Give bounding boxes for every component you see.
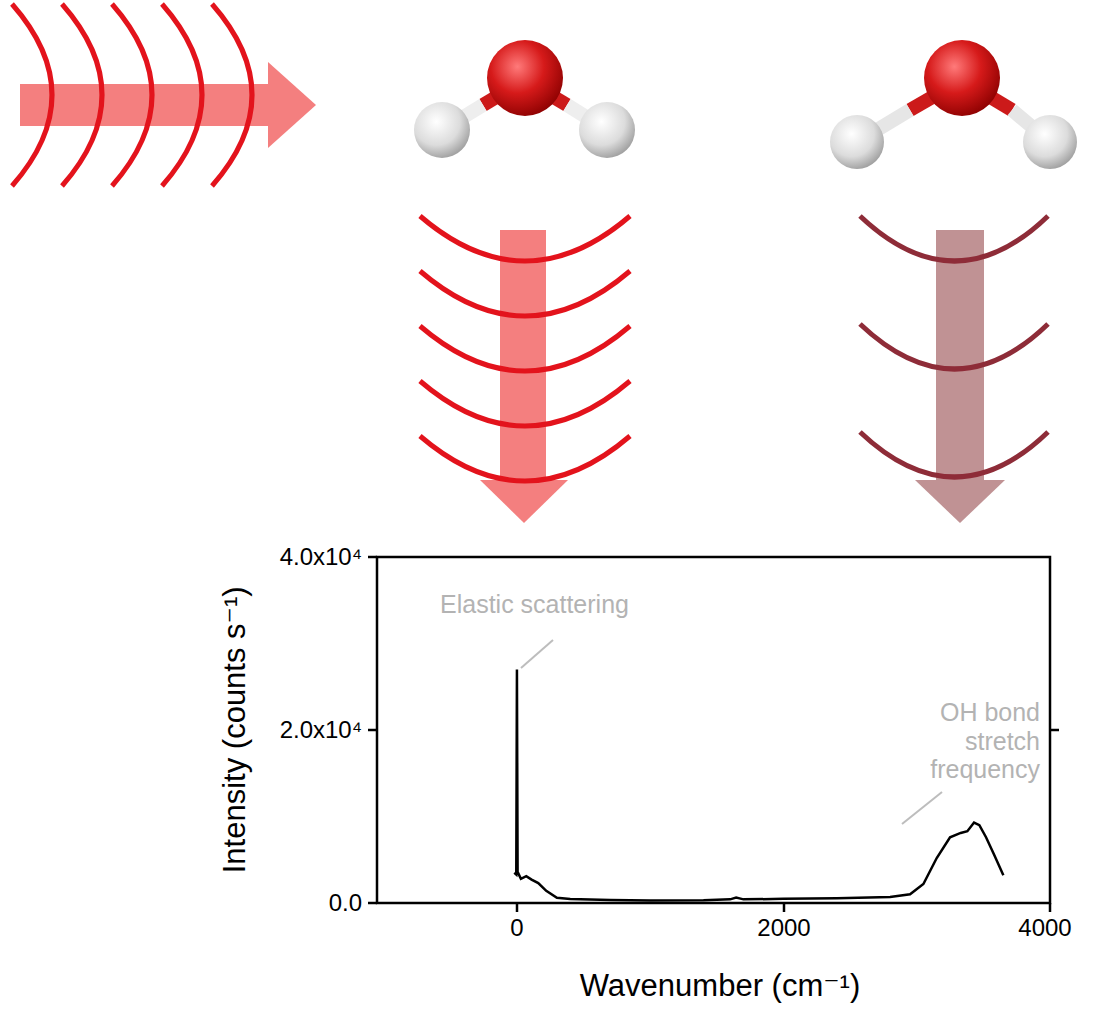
y-axis-title: Intensity (counts s⁻¹): [216, 587, 252, 874]
leader-line: [521, 640, 942, 824]
annotation: OH bond stretch frequency: [865, 698, 1040, 784]
vibrating-water-molecule: [830, 40, 1077, 169]
x-tick-label: 4000: [1018, 914, 1071, 942]
water-molecule: [414, 40, 635, 158]
x-tick-label: 2000: [757, 914, 810, 942]
x-tick-label: 0: [510, 914, 523, 942]
spectrum-curve: [514, 669, 1003, 900]
elastic-scattered-light: [420, 216, 630, 523]
annotation: Elastic scattering: [440, 590, 629, 619]
y-tick-label: 0.0: [329, 889, 362, 917]
raman-scattered-light: [860, 216, 1048, 523]
y-tick-label: 4.0x10⁴: [280, 543, 362, 571]
y-tick-label: 2.0x10⁴: [280, 716, 362, 744]
x-axis-title: Wavenumber (cm⁻¹): [580, 968, 860, 1004]
chart-frame: [368, 557, 1059, 912]
incident-light: [12, 4, 316, 186]
